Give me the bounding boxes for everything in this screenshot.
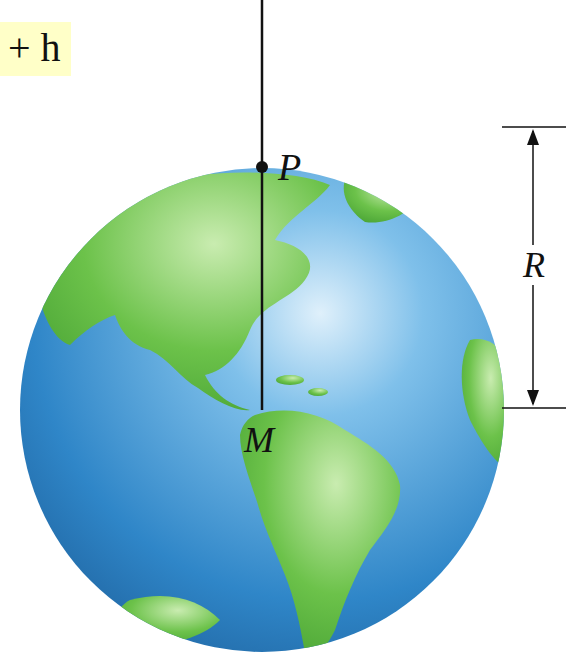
dimension-tick: [502, 407, 566, 409]
point-label: P: [278, 148, 301, 186]
dimension-arrowhead: [527, 129, 539, 145]
point-dot: [256, 161, 268, 173]
dimension-tick: [502, 126, 566, 128]
dimension-arrowhead: [527, 390, 539, 406]
center-label: M: [244, 422, 274, 458]
radius-line: [261, 0, 264, 410]
radius-label: R: [520, 245, 548, 285]
continents: [40, 172, 510, 653]
height-label: + h: [0, 22, 71, 76]
